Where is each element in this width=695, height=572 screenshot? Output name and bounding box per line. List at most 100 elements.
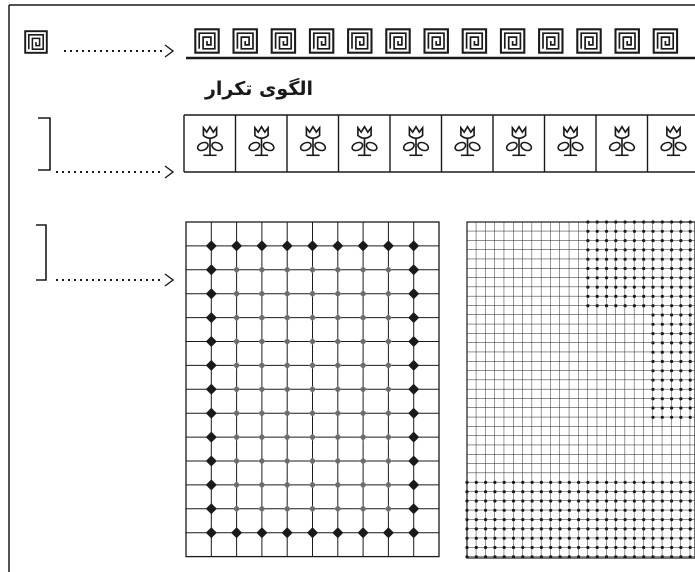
fine-grid-dot xyxy=(670,387,674,391)
fine-grid-dot xyxy=(558,545,562,550)
fine-grid-dot xyxy=(688,313,692,317)
fine-grid-dot xyxy=(586,285,590,289)
octagon-connector-dot xyxy=(408,431,420,443)
fine-grid-dot xyxy=(484,518,488,522)
fine-grid-dot xyxy=(502,518,506,522)
fine-grid-dot xyxy=(660,508,664,512)
fine-grid-dot xyxy=(586,527,590,531)
octagon-connector-dot xyxy=(233,361,241,369)
fine-grid-dot xyxy=(567,527,571,531)
fine-grid-dot xyxy=(493,518,497,522)
fine-grid-dot xyxy=(614,229,618,233)
fine-grid-dot xyxy=(660,304,664,308)
fine-grid-dot xyxy=(595,294,599,298)
arrow-head-icon xyxy=(164,44,175,58)
fine-grid-dot xyxy=(530,490,534,494)
fine-grid-dot xyxy=(679,527,683,531)
fine-grid-dot xyxy=(660,499,664,503)
fine-grid-dot xyxy=(577,518,581,522)
fine-grid-dot xyxy=(604,220,609,224)
fine-grid-dot xyxy=(651,397,655,401)
octagon-connector-dot xyxy=(408,383,420,395)
fine-grid-dot xyxy=(465,527,469,531)
fine-grid-dot xyxy=(660,527,664,531)
fine-grid-dot xyxy=(679,406,683,410)
fine-grid-dot xyxy=(511,536,516,540)
octagon-connector-dot xyxy=(281,527,293,539)
octagon-connector-dot xyxy=(258,290,266,298)
fine-grid-dot xyxy=(614,294,618,298)
fine-grid-dot xyxy=(484,527,488,531)
fine-grid-dot xyxy=(539,555,544,559)
fine-grid-dot xyxy=(623,229,627,233)
fine-grid-dot xyxy=(623,536,627,540)
fine-grid-dot xyxy=(632,294,637,298)
octagon-connector-dot xyxy=(384,266,392,274)
octagon-connector-dot xyxy=(408,527,420,539)
fine-grid-dot xyxy=(670,276,674,280)
fine-grid-dot xyxy=(539,490,544,494)
fine-grid-dot xyxy=(604,304,609,308)
octagon-connector-dot xyxy=(205,312,217,324)
fine-grid-dot xyxy=(539,545,544,550)
fine-grid-dot xyxy=(502,545,506,550)
octagon-connector-dot xyxy=(258,505,266,513)
fine-grid-dot xyxy=(511,555,516,559)
fine-grid-dot xyxy=(670,248,674,252)
fine-grid-dot xyxy=(502,527,506,531)
fine-grid-dot xyxy=(586,536,590,540)
fine-grid-dot xyxy=(521,490,525,494)
fine-grid-dot xyxy=(623,555,627,559)
fine-grid-dot xyxy=(474,499,478,503)
bracket-icon xyxy=(36,224,47,281)
octagon-connector-dot xyxy=(258,361,266,369)
fine-grid-dot xyxy=(688,266,692,271)
fine-grid-dot xyxy=(604,276,609,280)
fine-grid-dot xyxy=(679,480,683,484)
octagon-connector-dot xyxy=(283,337,291,346)
fine-grid-dot xyxy=(502,499,506,503)
fine-grid-dot xyxy=(549,490,553,494)
fine-grid-dot xyxy=(586,480,590,484)
fine-grid-dot xyxy=(660,350,664,354)
fine-grid-dot xyxy=(604,257,609,261)
octagon-connector-dot xyxy=(308,409,317,417)
fine-grid-dot xyxy=(614,239,618,243)
octagon-connector-dot xyxy=(283,266,291,274)
fine-grid-dot xyxy=(670,397,674,401)
fine-grid-dot xyxy=(558,490,562,494)
fine-grid-dot xyxy=(604,499,609,503)
fine-grid-dot xyxy=(651,248,655,252)
fine-grid-dot xyxy=(567,508,571,512)
fine-grid-dot xyxy=(688,527,692,531)
octagon-connector-dot xyxy=(408,264,420,276)
fine-grid-dot xyxy=(679,229,683,233)
fine-grid-dot xyxy=(632,285,637,289)
octagon-connector-dot xyxy=(307,240,318,252)
fine-grid-dot xyxy=(484,480,488,484)
fine-grid-dot xyxy=(604,248,609,252)
octagon-connector-dot xyxy=(233,409,241,417)
fine-grid-dot xyxy=(679,239,683,243)
fine-grid-dot xyxy=(558,508,562,512)
octagon-connector-dot xyxy=(334,481,342,489)
fine-grid-dot xyxy=(614,266,618,271)
fine-grid-dot xyxy=(679,387,683,391)
fine-grid-dot xyxy=(604,536,609,540)
fine-grid-dot xyxy=(670,508,674,512)
fine-grid-dot xyxy=(493,555,497,559)
fine-grid-dot xyxy=(670,499,674,503)
octagon-connector-dot xyxy=(283,314,291,322)
fine-grid-dot xyxy=(521,555,525,559)
fine-grid-dot xyxy=(484,545,488,550)
fine-grid-dot xyxy=(614,220,618,224)
fine-grid-dot xyxy=(632,266,637,271)
fine-grid-dot xyxy=(679,518,683,522)
fine-grid-dot xyxy=(614,545,618,550)
fine-grid-dot xyxy=(670,220,674,224)
fine-grid-dot xyxy=(679,276,683,280)
fine-grid-dot xyxy=(688,359,692,364)
fine-grid-dot xyxy=(651,369,655,373)
octagon-connector-dot xyxy=(334,409,342,417)
fine-grid-dot xyxy=(642,266,646,271)
